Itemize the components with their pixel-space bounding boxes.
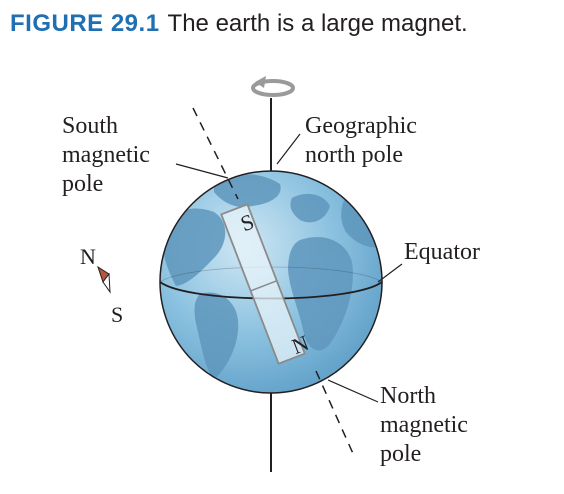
- magnetic-axis-top: [192, 107, 239, 200]
- figure-title: The earth is a large magnet.: [167, 10, 468, 37]
- north-magnetic-pole-label: North magnetic pole: [380, 383, 468, 467]
- magnetic-axis-bottom: [315, 370, 356, 459]
- figure-caption: FIGURE 29.1 The earth is a large magnet.: [10, 10, 468, 38]
- leader-geographic-north: [276, 133, 301, 165]
- leader-north-magnetic: [327, 379, 379, 403]
- compass-north-label: N: [80, 244, 96, 269]
- geographic-north-pole-label: Geographic north pole: [305, 113, 417, 168]
- equator-label: Equator: [404, 239, 480, 265]
- bar-magnet: [220, 203, 306, 365]
- rotation-arrow-icon: [251, 76, 295, 97]
- compass-needle-icon: [97, 265, 111, 294]
- compass-south-label: S: [111, 302, 123, 327]
- south-magnetic-pole-label: South magnetic pole: [62, 113, 150, 197]
- figure-number: FIGURE 29.1: [10, 10, 160, 37]
- leader-equator: [377, 263, 403, 283]
- leader-south-magnetic: [175, 163, 229, 179]
